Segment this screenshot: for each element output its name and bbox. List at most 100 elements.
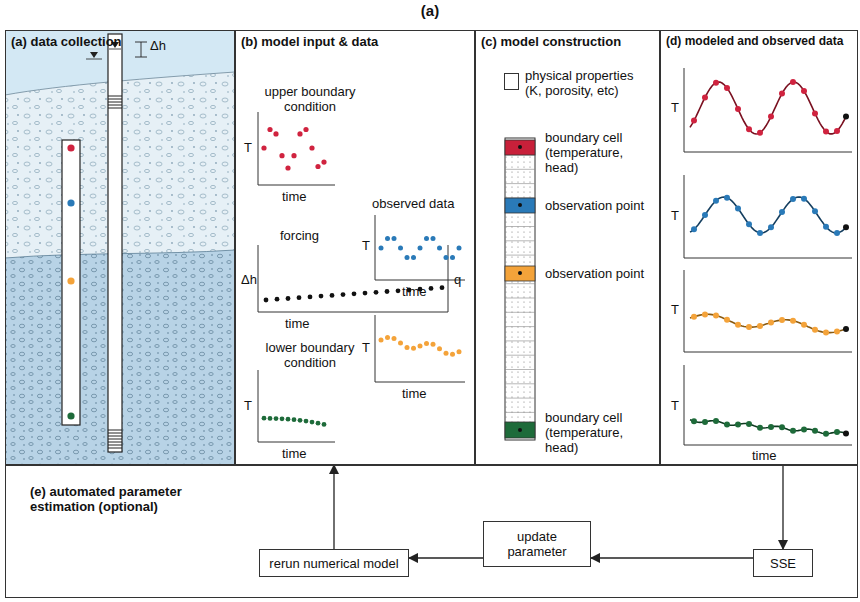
data-dot [746, 324, 752, 330]
data-dot [396, 288, 401, 293]
data-dot [363, 291, 368, 296]
axis-label: T [244, 140, 252, 155]
data-dot [812, 110, 818, 116]
data-dot [843, 114, 849, 120]
data-dot [691, 226, 697, 232]
data-dot [768, 424, 774, 430]
data-dot [303, 127, 308, 132]
data-dot [385, 289, 390, 294]
data-dot [321, 160, 326, 165]
data-dot [834, 429, 840, 435]
panel-heading: (a) data collection [6, 31, 234, 52]
panel-heading: (d) modeled and observed data [661, 31, 857, 52]
data-dot [341, 292, 346, 297]
panel-frame: (a) data collection [5, 30, 235, 465]
flow-arrow [591, 557, 753, 558]
annotation-label: boundary cell (temperature, head) [545, 410, 657, 455]
cell-line [505, 240, 535, 241]
data-dot [274, 416, 279, 421]
annotation-label: upper boundary condition [250, 84, 370, 114]
screen-line [108, 96, 122, 97]
axis-label: time [282, 189, 307, 204]
data-dot [385, 335, 390, 340]
data-dot [691, 418, 697, 424]
data-dot [834, 128, 840, 134]
data-dot [405, 255, 410, 260]
data-dot [286, 417, 291, 422]
data-dot [437, 346, 442, 351]
screen-line [108, 433, 122, 434]
panel-heading: (c) model construction [476, 31, 659, 52]
data-dot [724, 422, 730, 428]
cell-line [505, 326, 535, 327]
data-dot [823, 431, 829, 437]
data-dot [801, 88, 807, 94]
data-dot [790, 428, 796, 434]
cell-line [505, 298, 535, 299]
data-dot [398, 340, 403, 345]
data-dot [691, 118, 697, 124]
screen-line [108, 99, 122, 100]
data-dot [411, 346, 416, 351]
data-dot [812, 208, 818, 214]
data-dot [801, 322, 807, 328]
data-dot [757, 323, 763, 329]
data-dot [724, 85, 730, 91]
cell-line [505, 355, 535, 356]
data-dot [418, 343, 423, 348]
axis-label: Δh [241, 272, 257, 287]
data-dot [757, 130, 763, 136]
process-box: SSE [753, 549, 813, 577]
data-dot [790, 318, 796, 324]
data-dot [823, 224, 829, 230]
data-dot [457, 246, 462, 251]
data-dot [812, 428, 818, 434]
data-dot [352, 291, 357, 296]
panel-frame: (e) automated parameter estimation (opti… [5, 465, 858, 598]
data-dot [308, 295, 313, 300]
data-dot [297, 131, 302, 136]
axis-label: Δh [150, 38, 166, 53]
data-dot [724, 317, 730, 323]
data-dot [379, 246, 384, 251]
data-dot [444, 351, 449, 356]
axis-label: T [671, 208, 679, 223]
data-dot [823, 330, 829, 336]
data-dot [315, 164, 320, 169]
data-dot [843, 224, 849, 230]
model-curve [690, 197, 846, 233]
data-dot [768, 224, 774, 230]
data-dot [304, 419, 309, 424]
annotation-label: boundary cell (temperature, head) [545, 130, 657, 175]
data-dot [398, 246, 403, 251]
data-dot [702, 311, 708, 317]
axis-label: T [362, 340, 370, 355]
data-dot [713, 418, 719, 424]
data-dot [746, 126, 752, 132]
data-dot [457, 349, 462, 354]
cell-line [505, 369, 535, 370]
data-dot [267, 127, 272, 132]
data-dot [279, 153, 284, 158]
data-dot [801, 196, 807, 202]
screen-line [108, 442, 122, 443]
data-dot [790, 79, 796, 85]
data-dot [779, 91, 785, 97]
data-dot [779, 209, 785, 215]
data-dot [768, 320, 774, 326]
axis-label: time [282, 446, 307, 461]
axis-label: T [671, 302, 679, 317]
panel-heading: (b) model input & data [236, 31, 474, 52]
data-dot [319, 294, 324, 299]
cell-line [505, 183, 535, 184]
cell-line [505, 226, 535, 227]
data-dot [264, 298, 269, 303]
data-dot [757, 230, 763, 236]
data-dot [713, 313, 719, 319]
annotation-label: observation point [545, 198, 657, 213]
data-dot [834, 230, 840, 236]
data-dot [285, 165, 290, 170]
data-dot [316, 421, 321, 426]
data-dot [735, 421, 741, 427]
